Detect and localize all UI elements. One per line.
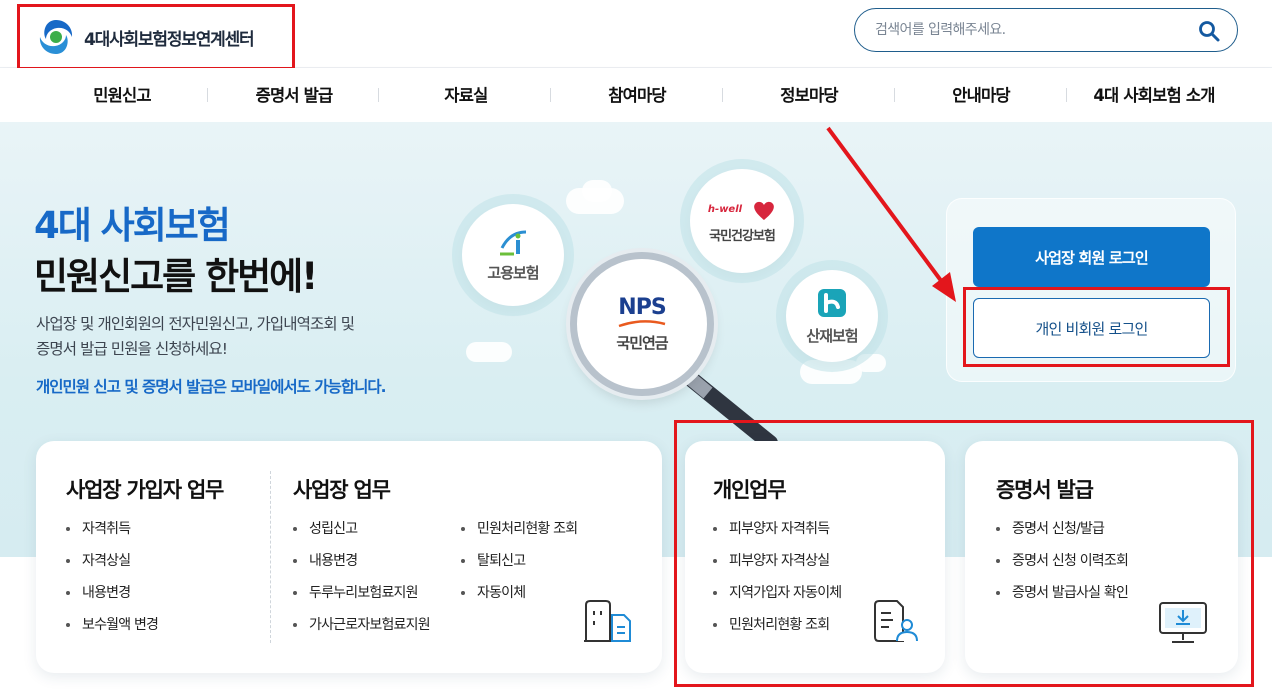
personal-work-title: 개인업무 xyxy=(713,478,787,502)
nav-separator xyxy=(894,88,895,102)
industrial-insurance-logo-icon xyxy=(818,288,846,317)
list-item[interactable]: 증명서 발급사실 확인 xyxy=(996,577,1129,609)
search-box xyxy=(854,8,1238,52)
health-insurance-brand-row: h-well xyxy=(708,199,776,221)
hero-title: 민원신고를 한번에! xyxy=(34,255,318,298)
nav-item-guide[interactable]: 안내마당 xyxy=(952,86,1010,105)
list-item[interactable]: 자격취득 xyxy=(66,513,158,545)
list-item[interactable]: 두루누리보험료지원 xyxy=(293,577,430,609)
cloud-decoration xyxy=(466,342,512,362)
list-item[interactable]: 지역가입자 자동이체 xyxy=(713,577,842,609)
personal-card: 개인업무 피부양자 자격취득 피부양자 자격상실 지역가입자 자동이체 민원처리… xyxy=(685,441,945,673)
site-header: 4대사회보험정보연계센터 xyxy=(0,0,1272,70)
list-item[interactable]: 성립신고 xyxy=(293,513,430,545)
monitor-download-icon xyxy=(1159,602,1207,643)
logo-mark-icon xyxy=(36,17,76,57)
site-logo[interactable]: 4대사회보험정보연계센터 xyxy=(17,4,295,70)
nps-logo: NPS xyxy=(618,295,666,320)
search-input[interactable] xyxy=(875,19,1175,41)
nav-item-certificate[interactable]: 증명서 발급 xyxy=(255,86,334,105)
nav-item-library[interactable]: 자료실 xyxy=(444,86,488,105)
certificate-list: 증명서 신청/발급 증명서 신청 이력조회 증명서 발급사실 확인 xyxy=(996,513,1129,609)
nps-swoosh-icon xyxy=(618,320,666,328)
list-item[interactable]: 증명서 신청 이력조회 xyxy=(996,545,1129,577)
cloud-decoration xyxy=(856,354,886,372)
certificate-card: 증명서 발급 증명서 신청/발급 증명서 신청 이력조회 증명서 발급사실 확인 xyxy=(965,441,1238,673)
employment-insurance-badge: 고용보험 xyxy=(462,204,564,306)
nav-item-information[interactable]: 정보마당 xyxy=(780,86,838,105)
health-insurance-badge: h-well 국민건강보험 xyxy=(690,169,794,273)
cloud-decoration xyxy=(582,180,612,202)
industrial-insurance-label: 산재보험 xyxy=(806,326,858,345)
building-document-icon xyxy=(584,600,631,642)
nav-separator xyxy=(1066,88,1067,102)
business-card: 사업장 가입자 업무 자격취득 자격상실 내용변경 보수월액 변경 사업장 업무… xyxy=(36,441,662,673)
nav-separator xyxy=(722,88,723,102)
annotation-arrow-icon xyxy=(826,126,956,302)
list-item[interactable]: 보수월액 변경 xyxy=(66,609,159,641)
hero-title-highlight: 4대 사회보험 xyxy=(34,204,231,247)
hero-description-line: 증명서 발급 민원을 신청하세요! xyxy=(36,340,228,358)
health-insurance-label: 국민건강보험 xyxy=(709,228,776,244)
list-item[interactable]: 증명서 신청/발급 xyxy=(996,513,1128,545)
workplace-work-list-2: 민원처리현황 조회 탈퇴신고 자동이체 xyxy=(461,513,578,609)
search-icon xyxy=(1199,21,1220,42)
search-button[interactable] xyxy=(1197,19,1221,43)
employment-insurance-logo-icon xyxy=(500,230,527,255)
list-item[interactable]: 자동이체 xyxy=(461,577,577,609)
health-insurance-brand: h-well xyxy=(707,204,743,215)
nav-separator xyxy=(550,88,551,102)
cloud-decoration xyxy=(800,360,862,384)
business-login-button[interactable]: 사업장 회원 로그인 xyxy=(973,227,1210,287)
list-item[interactable]: 내용변경 xyxy=(66,577,158,609)
nav-separator xyxy=(207,88,208,102)
list-item[interactable]: 민원처리현황 조회 xyxy=(461,513,578,545)
nav-item-civil-report[interactable]: 민원신고 xyxy=(93,86,151,105)
nav-item-participation[interactable]: 참여마당 xyxy=(608,86,666,105)
certificate-title: 증명서 발급 xyxy=(996,478,1094,502)
personal-work-list: 피부양자 자격취득 피부양자 자격상실 지역가입자 자동이체 민원처리현황 조회 xyxy=(713,513,842,641)
subscriber-work-list: 자격취득 자격상실 내용변경 보수월액 변경 xyxy=(66,513,159,641)
hero-description: 사업장 및 개인회원의 전자민원신고, 가입내역조회 및 증명서 발급 민원을 … xyxy=(36,312,436,362)
subscriber-work-title: 사업장 가입자 업무 xyxy=(66,478,224,502)
list-item[interactable]: 피부양자 자격상실 xyxy=(713,545,841,577)
main-nav: 민원신고 증명서 발급 자료실 참여마당 정보마당 안내마당 4대 사회보험 소… xyxy=(0,68,1272,122)
nav-separator xyxy=(378,88,379,102)
list-item[interactable]: 가사근로자보험료지원 xyxy=(293,609,431,641)
list-item[interactable]: 탈퇴신고 xyxy=(461,545,577,577)
logo-text: 4대사회보험정보연계센터 xyxy=(84,29,255,50)
workplace-work-list-1: 성립신고 내용변경 두루누리보험료지원 가사근로자보험료지원 xyxy=(293,513,431,641)
list-item[interactable]: 피부양자 자격취득 xyxy=(713,513,841,545)
personal-login-button[interactable]: 개인 비회원 로그인 xyxy=(973,298,1210,358)
national-pension-label: 국민연금 xyxy=(616,334,668,352)
list-item[interactable]: 내용변경 xyxy=(293,545,430,577)
national-pension-badge: NPS 국민연금 xyxy=(570,252,714,396)
list-item[interactable]: 민원처리현황 조회 xyxy=(713,609,841,641)
industrial-insurance-badge: 산재보험 xyxy=(786,270,878,362)
hero-description-line: 사업장 및 개인회원의 전자민원신고, 가입내역조회 및 xyxy=(36,315,355,333)
employment-insurance-label: 고용보험 xyxy=(487,263,539,282)
workplace-work-title: 사업장 업무 xyxy=(293,478,391,502)
list-item[interactable]: 자격상실 xyxy=(66,545,158,577)
magnifier-handle-icon xyxy=(682,370,778,448)
card-divider xyxy=(270,471,271,643)
nav-item-about[interactable]: 4대 사회보험 소개 xyxy=(1093,86,1215,105)
document-person-icon xyxy=(874,600,918,642)
heart-icon xyxy=(754,201,774,220)
hero-mobile-note: 개인민원 신고 및 증명서 발급은 모바일에서도 가능합니다. xyxy=(36,378,387,396)
